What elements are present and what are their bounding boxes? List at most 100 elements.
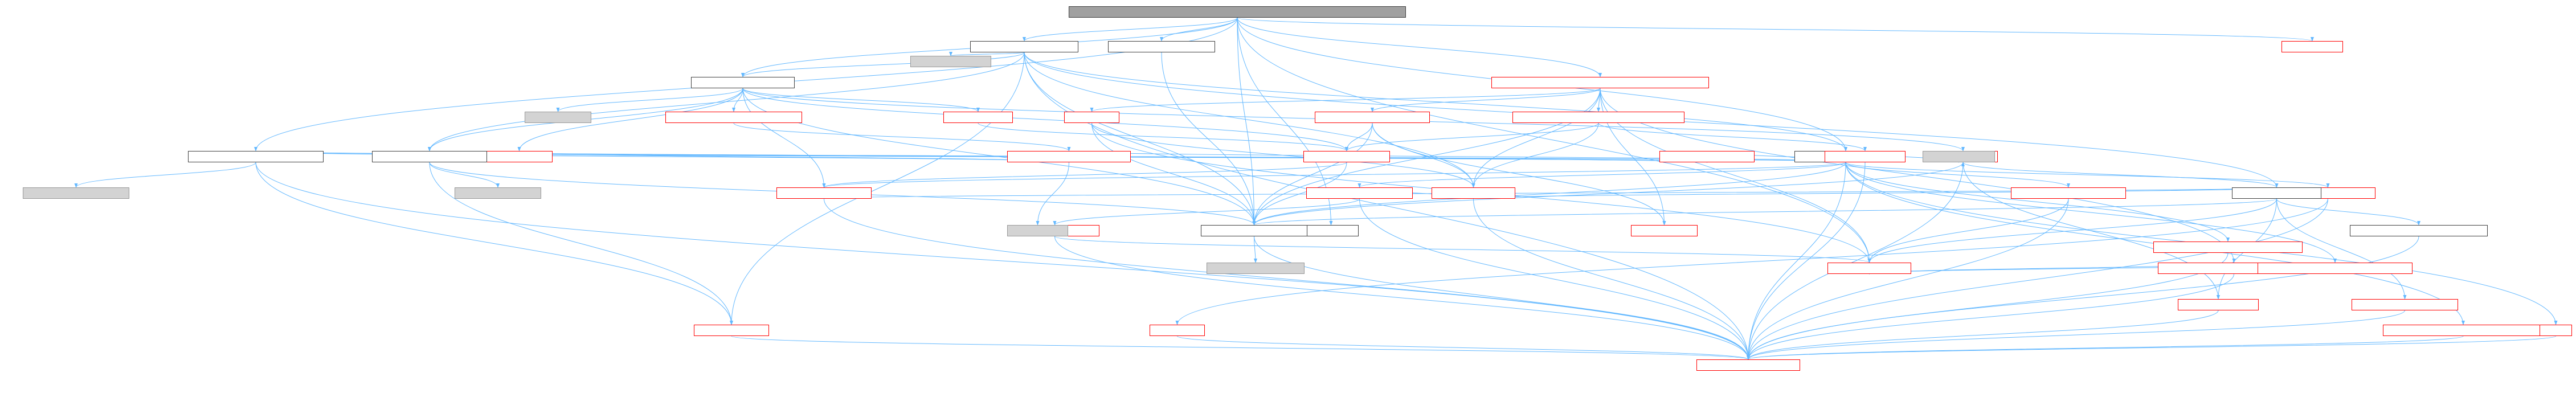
graph-edge [1237,17,1256,226]
graph-node [694,325,769,336]
graph-node [525,112,591,123]
graph-edge [742,88,826,188]
graph-node [1150,325,1205,336]
graph-edge [1036,162,1069,226]
graph-edge [255,162,1750,360]
graph-edge [429,162,733,325]
graph-edge [1747,162,1866,360]
graph-node [23,187,129,199]
graph-node [2383,325,2544,336]
graph-node [2011,187,2126,199]
graph-edge [1252,122,1373,226]
graph-node [1064,112,1119,123]
graph-node [910,56,991,67]
graph-edge [1747,252,2229,360]
graph-edge [1054,236,1750,360]
graph-edge [1471,88,1601,188]
graph-edge [1371,88,1601,112]
graph-edge [1359,198,1750,360]
graph-edge [823,187,2277,199]
graph-node [2540,325,2572,336]
graph-edge [1845,162,2070,188]
graph-edge [730,52,1025,325]
graph-node [1432,187,1515,199]
graph-edge [1600,88,1666,226]
graph-edge [1472,187,2277,199]
graph-edge [1345,122,1599,152]
graph-edge [1747,162,1964,360]
graph-edge [1024,52,1847,152]
graph-edge [428,52,1025,152]
graph-edge [1747,162,1846,360]
graph-node [943,112,1013,123]
graph-node [1512,112,1684,123]
graph-node [1825,151,1906,162]
graph-node [1923,151,1995,162]
graph-edge [1473,198,1750,360]
graph-node [1201,225,1307,236]
graph-edge [742,88,1348,152]
graph-edge [1747,335,2464,360]
graph-edge [1471,122,1599,188]
graph-node [1108,41,1215,52]
graph-edge [1845,162,2337,263]
graph-edge [1867,198,2277,263]
graph-node [1069,6,1406,18]
graph-edge [1253,236,1257,263]
graph-edge [1747,335,2556,360]
graph-edge [1372,122,1666,226]
graph-node [455,187,541,199]
graph-node [1631,225,1698,236]
graph-edge [1053,198,1360,226]
graph-node [1306,187,1413,199]
graph-node [1207,263,1305,274]
graph-node [1007,151,1131,162]
graph-edge [1054,236,1871,263]
graph-node [1696,359,1800,371]
graph-edge [823,162,1846,188]
graph-edge [1090,88,1601,112]
graph-edge [1845,162,2330,188]
graph-node [1303,225,1359,236]
graph-edge [1091,122,1256,226]
graph-edge [2276,198,2420,226]
graph-edge [1254,236,1750,360]
graph-node [2281,41,2343,52]
graph-node [970,41,1078,52]
graph-edge [731,335,1750,360]
graph-edge [822,162,1347,188]
graph-node [2350,225,2488,236]
graph-node [1007,225,1068,236]
graph-node [1491,77,1709,88]
graph-edge [824,198,1750,360]
graph-edge [1747,310,2405,360]
graph-node [2258,263,2413,274]
graph-node [691,77,795,88]
graph-edge [1237,17,1871,263]
graph-edge [1024,52,1256,226]
graph-edge [949,51,1025,56]
graph-node [486,151,553,162]
graph-edge [1747,236,2419,360]
graph-node [776,187,872,199]
graph-edge [1252,162,1846,226]
graph-edge [1252,162,1347,226]
graph-node [188,151,324,162]
graph-node [2232,187,2321,199]
graph-edge [1252,162,1964,226]
graph-edge [1177,335,1750,360]
graph-edge [517,88,743,152]
graph-edge [1961,162,2277,188]
graph-edge [429,162,500,188]
graph-edge [733,122,1071,152]
graph-edge [1867,198,2069,263]
graph-edge [1747,273,2234,360]
graph-node [1659,151,1755,162]
graph-edge [1024,52,1475,188]
graph-edge [74,162,256,188]
graph-node [372,151,487,162]
graph-edge [1237,17,1602,77]
graph-edge [1747,198,2069,360]
